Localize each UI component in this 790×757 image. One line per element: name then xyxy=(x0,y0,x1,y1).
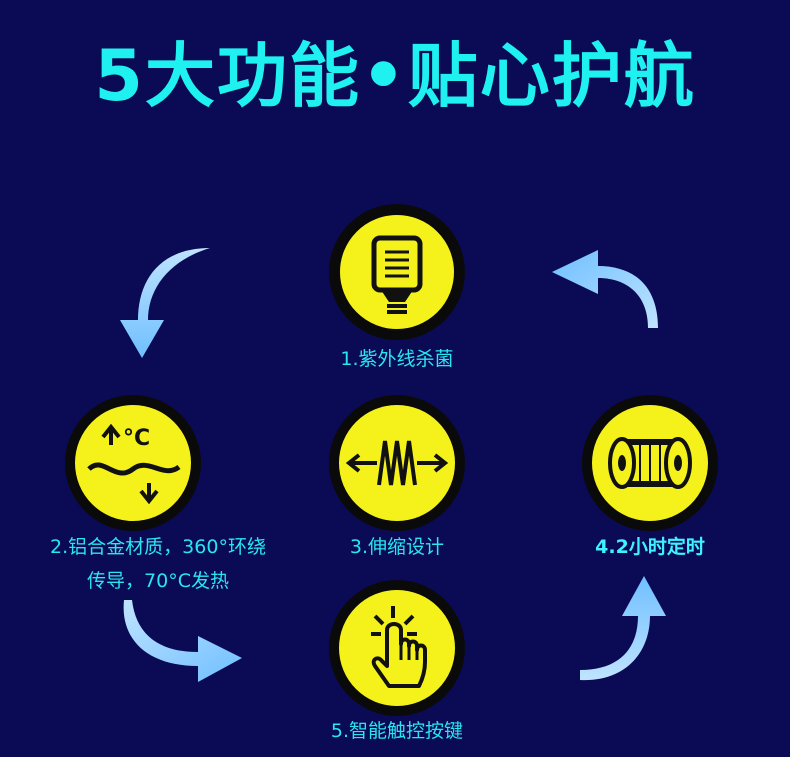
arrow-top-left xyxy=(120,248,210,358)
feature-uv-label: 1.紫外线杀菌 xyxy=(340,348,454,370)
touch-button-icon xyxy=(329,580,465,716)
svg-text:°C: °C xyxy=(123,426,150,451)
feature-heat-badge: °C xyxy=(63,393,203,533)
feature-timer-label: 4.2小时定时 xyxy=(595,536,705,558)
uv-lamp-icon xyxy=(329,204,465,340)
feature-telescopic-badge xyxy=(327,393,467,533)
feature-touch-label: 5.智能触控按键 xyxy=(330,720,464,742)
telescopic-icon xyxy=(329,395,465,531)
feature-uv-badge xyxy=(327,202,467,342)
feature-telescopic-label: 3.伸缩设计 xyxy=(349,536,445,558)
heat-conduction-icon: °C xyxy=(65,395,201,531)
feature-timer-badge xyxy=(580,393,720,533)
arrow-bottom-left xyxy=(123,600,242,682)
page-title: 5大功能•贴心护航 xyxy=(94,35,696,117)
feature-heat-label-line2: 传导，70°C发热 xyxy=(87,570,229,592)
arrow-bottom-right xyxy=(580,576,666,681)
feature-heat-label-line1: 2.铝合金材质，360°环绕 xyxy=(50,536,266,558)
arrow-top-right xyxy=(552,250,658,328)
feature-touch-badge xyxy=(327,578,467,718)
timer-roll-icon xyxy=(582,395,718,531)
